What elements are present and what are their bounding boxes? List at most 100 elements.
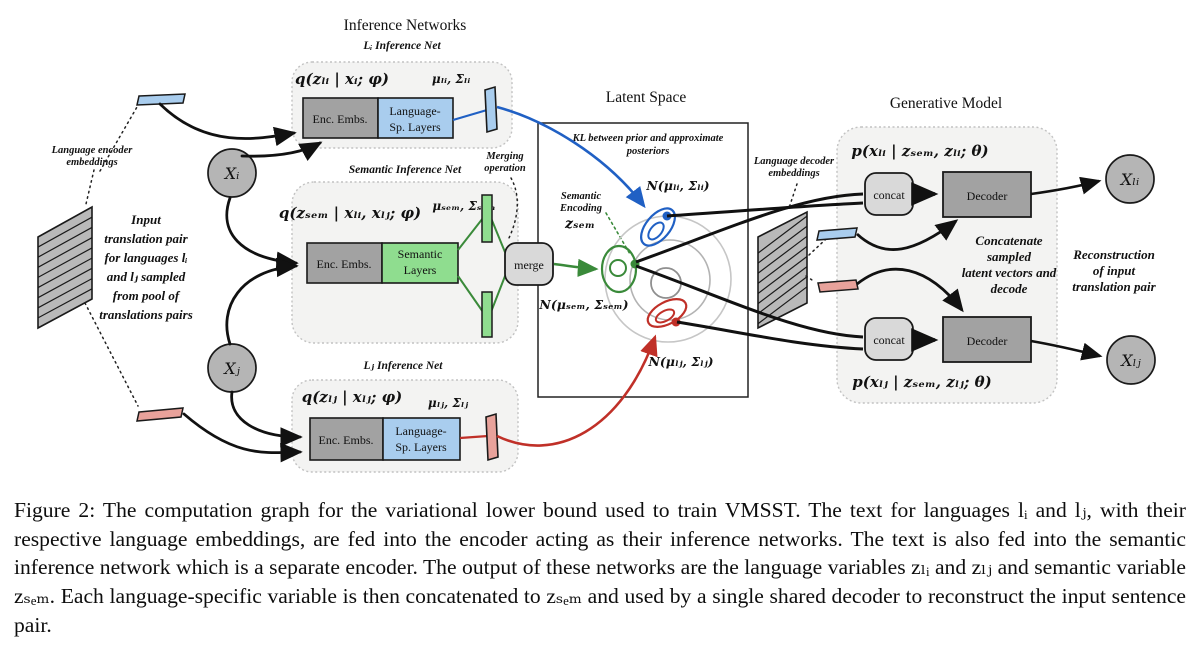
- decoder-embeddings-label: Language decoder: [753, 156, 835, 167]
- latent-to-concat-links: [635, 192, 864, 351]
- p-li-formula: p(xₗᵢ | zₛₑₘ, zₗᵢ; θ): [851, 142, 988, 160]
- semantic-layers-label-2: Layers: [404, 263, 437, 277]
- merge-label: merge: [514, 258, 544, 272]
- merging-operation-label-2: operation: [484, 163, 526, 174]
- concatenate-note: Concatenate sampled latent vectors and d…: [962, 233, 1057, 296]
- li-net-formula: q(zₗᵢ | xᵢ; φ): [295, 70, 389, 88]
- input-note-line: Input: [130, 212, 161, 227]
- decoder-embeddings-label-2: embeddings: [768, 168, 819, 179]
- encoder-embeddings-label: Language encoder: [51, 145, 134, 156]
- decoder-box-li: [942, 171, 1032, 218]
- language-encoder-embeddings-matrix: [37, 205, 93, 330]
- decoder-li-output-arrow: [1030, 176, 1102, 196]
- lj-layers-label-2: Sp. Layers: [395, 440, 447, 454]
- lj-enc-embs-box: [309, 417, 384, 461]
- z-sem-label: zₛₑₘ: [564, 216, 595, 232]
- li-posterior-arrow: [496, 105, 646, 209]
- node-x-li-label: Xₗᵢ: [1119, 170, 1140, 189]
- sem-net-formula: q(zₛₑₘ | xₗᵢ, xₗⱼ; φ): [279, 204, 421, 222]
- input-note-line: translations pairs: [99, 307, 193, 322]
- gaussian-sem: [600, 244, 640, 294]
- lj-net-formula: q(zₗⱼ | xₗⱼ; φ): [302, 388, 403, 406]
- sem-net-title: Semantic Inference Net: [349, 164, 462, 176]
- concat-lj-label: concat: [873, 333, 905, 347]
- input-note-line: for languages lᵢ: [104, 250, 187, 265]
- li-layers-label: Language-: [389, 104, 440, 118]
- sem-sample-bar-top: [481, 194, 493, 243]
- reconstruction-note-line: Reconstruction: [1072, 247, 1155, 262]
- lj-language-layers-box: [382, 417, 461, 461]
- inference-networks-title: Inference Networks: [344, 17, 467, 34]
- li-sample-bar: [484, 85, 498, 134]
- merge-box: [504, 242, 554, 286]
- n-lj-label: N(μₗⱼ, Σₗⱼ): [647, 354, 713, 369]
- semantic-merge-links: [457, 217, 508, 313]
- input-note-line: and lⱼ sampled: [107, 269, 186, 284]
- li-enc-embs-label: Enc. Embs.: [313, 112, 368, 126]
- encoder-embedding-dotted-links: [84, 106, 139, 407]
- sem-enc-embs-label: Enc. Embs.: [317, 257, 372, 271]
- input-arrows: [158, 102, 323, 463]
- p-lj-formula: p(xₗⱼ | zₛₑₘ, zₗⱼ; θ): [852, 373, 991, 391]
- lj-net-params: μₗⱼ, Σₗⱼ: [428, 396, 468, 410]
- generative-model-title: Generative Model: [890, 95, 1002, 112]
- node-x-lj: [1106, 335, 1156, 385]
- node-x-li: [1105, 154, 1155, 204]
- n-sem-label: N(μₛₑₘ, Σₛₑₘ): [538, 297, 628, 312]
- kl-label-2: posteriors: [626, 146, 670, 157]
- sem-net-params: μₛₑₘ, Σₛₑₘ: [432, 199, 495, 213]
- concat-note-line: Concatenate: [975, 233, 1042, 248]
- li-sample-link: [452, 108, 488, 122]
- semantic-layers-label: Semantic: [398, 247, 443, 261]
- input-translation-pair-note: Input translation pair for languages lᵢ …: [99, 212, 193, 322]
- sem-enc-embs-box: [306, 242, 383, 284]
- node-xj-label: Xⱼ: [222, 359, 240, 378]
- merging-dotted-link: [507, 177, 518, 241]
- sem-posterior-arrow: [553, 258, 599, 277]
- li-language-layers-box: [377, 97, 454, 139]
- semantic-encoding-label: Semantic: [561, 191, 602, 202]
- sem-sample-bar-bottom: [481, 291, 493, 338]
- input-language-bar-lj: [136, 407, 184, 422]
- kl-label: KL between prior and approximate: [572, 133, 724, 144]
- decoder-language-bar-lj: [817, 279, 859, 293]
- concat-note-line: decode: [991, 281, 1028, 296]
- input-note-line: from pool of: [113, 288, 181, 303]
- reconstruction-note-line: of input: [1093, 263, 1136, 278]
- decoder-li-label: Decoder: [967, 189, 1008, 203]
- figure-caption: Figure 2: The computation graph for the …: [14, 498, 1186, 637]
- lj-embedding-to-decoder-arrow: [856, 267, 964, 313]
- decoder-language-bar-li: [816, 227, 858, 241]
- merging-operation-label: Merging: [485, 151, 523, 162]
- node-xi: [207, 148, 257, 198]
- input-note-line: translation pair: [104, 231, 188, 246]
- decoder-lj-label: Decoder: [967, 334, 1008, 348]
- concat-note-line: latent vectors and: [962, 265, 1057, 280]
- language-decoder-embeddings-matrix: [757, 210, 808, 330]
- lj-sample-link: [459, 434, 489, 440]
- lj-net-title: Lⱼ Inference Net: [363, 360, 444, 372]
- decoder-lj-output-arrow: [1030, 339, 1103, 361]
- reconstruction-note: Reconstruction of input translation pair: [1072, 247, 1156, 294]
- decoder-box-lj: [942, 316, 1032, 363]
- semantic-layers-box: [381, 242, 459, 284]
- semantic-encoding-label-2: Encoding: [559, 203, 602, 214]
- decoder-embedding-dotted-links: [788, 183, 827, 283]
- lj-layers-label: Language-: [395, 424, 446, 438]
- li-net-params: μₗᵢ, Σₗᵢ: [432, 72, 471, 86]
- li-layers-label-2: Sp. Layers: [389, 120, 441, 134]
- node-xi-label: Xᵢ: [223, 164, 240, 183]
- latent-space-title: Latent Space: [606, 89, 687, 106]
- encoder-embeddings-label-2: embeddings: [66, 157, 117, 168]
- n-li-label: N(μₗᵢ, Σₗᵢ): [645, 178, 709, 193]
- lj-sample-bar: [485, 412, 499, 462]
- concat-note-line: sampled: [986, 249, 1032, 264]
- node-x-lj-label: Xₗⱼ: [1119, 351, 1141, 370]
- gaussian-lj: [646, 298, 688, 328]
- concat-li-label: concat: [873, 188, 905, 202]
- input-language-bar-li: [136, 93, 186, 106]
- li-embedding-to-decoder-arrow: [856, 219, 959, 251]
- lj-posterior-arrow: [496, 334, 658, 447]
- reconstruction-note-line: translation pair: [1072, 279, 1156, 294]
